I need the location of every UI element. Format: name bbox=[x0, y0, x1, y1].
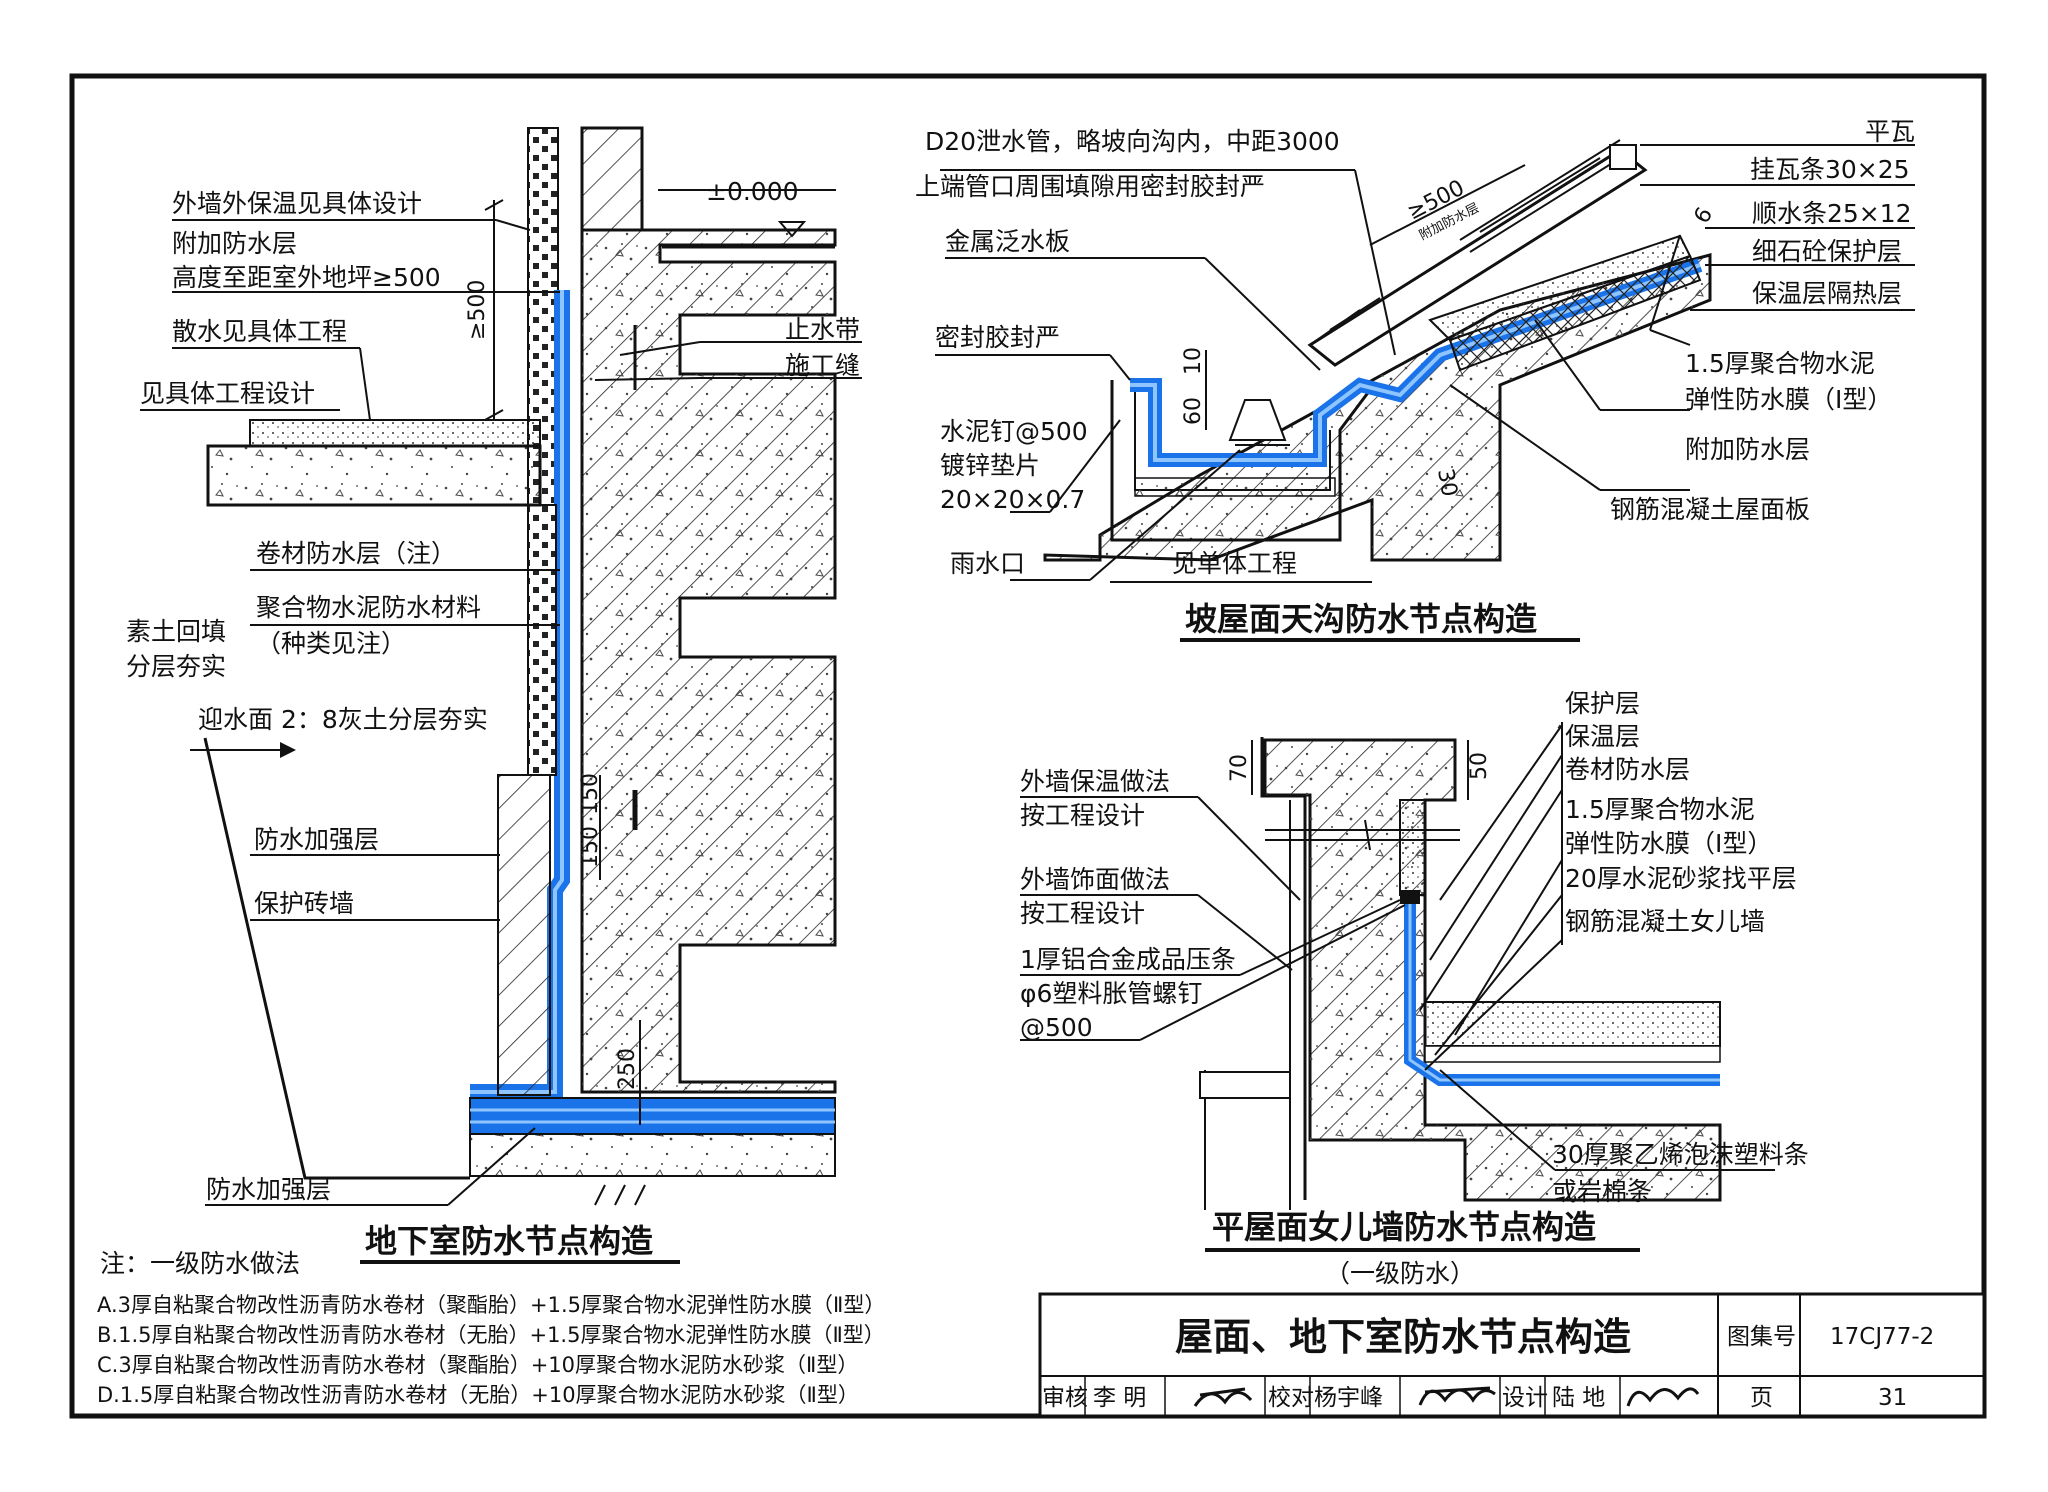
label-pipe-seal: 上端管口周围填隙用密封胶封严 bbox=[915, 172, 1265, 201]
apron-slab bbox=[206, 444, 542, 507]
label-polymer: 聚合物水泥防水材料 bbox=[256, 593, 481, 622]
basement-title: 地下室防水节点构造 bbox=[365, 1222, 653, 1260]
wall-top bbox=[580, 126, 644, 232]
label-foam-1: 30厚聚乙烯泡沫塑料条 bbox=[1552, 1140, 1809, 1169]
page-no: 31 bbox=[1878, 1385, 1907, 1411]
label-tile: 平瓦 bbox=[1865, 117, 1915, 146]
check-name: 杨宇峰 bbox=[1314, 1385, 1383, 1411]
label-rc-wall: 钢筋混凝土女儿墙 bbox=[1565, 907, 1765, 936]
gutter-title: 坡屋面天沟防水节点构造 bbox=[1185, 600, 1537, 638]
label-wall-ins-2: 按工程设计 bbox=[1020, 801, 1145, 830]
label-extra-height: 高度至距室外地坪≥500 bbox=[172, 263, 441, 292]
note-d: D.1.5厚自粘聚合物改性沥青防水卷材（无胎）+10厚聚合物水泥防水砂浆（Ⅱ型） bbox=[97, 1383, 859, 1407]
label-finish-2: 按工程设计 bbox=[1020, 899, 1145, 928]
signature-review bbox=[1193, 1387, 1253, 1407]
check-label: 校对 bbox=[1268, 1385, 1314, 1411]
label-protect: 保护层 bbox=[1565, 689, 1640, 718]
note-c: C.3厚自粘聚合物改性沥青防水卷材（聚酯胎）+10厚聚合物水泥防水砂浆（Ⅱ型） bbox=[97, 1353, 858, 1377]
label-apron: 散水见具体工程 bbox=[172, 317, 347, 346]
parapet-detail bbox=[1020, 722, 1775, 1210]
label-batten: 挂瓦条30×25 bbox=[1750, 155, 1910, 184]
review-name: 李 明 bbox=[1093, 1385, 1146, 1411]
label-sealant: 密封胶封严 bbox=[935, 323, 1060, 352]
dim-150b: 150 bbox=[578, 773, 603, 815]
label-see-design: 见具体工程设计 bbox=[140, 379, 315, 408]
atlas-label: 图集号 bbox=[1727, 1324, 1796, 1350]
label-nail-3: 20×20×0.7 bbox=[940, 485, 1085, 514]
dim-30: 30 bbox=[1432, 467, 1461, 499]
note-a: A.3厚自粘聚合物改性沥青防水卷材（聚酯胎）+1.5厚聚合物水泥弹性防水膜（Ⅱ型… bbox=[97, 1293, 885, 1317]
design-name: 陆 地 bbox=[1552, 1385, 1605, 1411]
note-b: B.1.5厚自粘聚合物改性沥青防水卷材（无胎）+1.5厚聚合物水泥弹性防水膜（Ⅱ… bbox=[97, 1323, 885, 1347]
label-polymer-type: （种类见注） bbox=[256, 629, 406, 658]
basement-detail bbox=[140, 126, 862, 1206]
label-backfill-2: 分层夯实 bbox=[126, 652, 226, 681]
label-brick-wall: 保护砖墙 bbox=[254, 889, 354, 918]
label-nail-2: 镀锌垫片 bbox=[940, 451, 1040, 480]
label-backfill-1: 素土回填 bbox=[126, 617, 226, 646]
label-screed-p: 20厚水泥砂浆找平层 bbox=[1565, 864, 1797, 893]
label-membrane-1: 1.5厚聚合物水泥 bbox=[1685, 349, 1875, 378]
membrane-bottom bbox=[469, 1097, 836, 1135]
label-membrane: 卷材防水层（注） bbox=[256, 539, 456, 568]
label-membrane-p: 卷材防水层 bbox=[1565, 755, 1690, 784]
atlas-no: 17CJ77-2 bbox=[1830, 1324, 1934, 1350]
review-label: 审核 bbox=[1042, 1385, 1088, 1411]
label-lime-soil: 迎水面 2：8灰土分层夯实 bbox=[198, 705, 488, 734]
protect-brick-wall bbox=[497, 774, 551, 1096]
label-insulation-p: 保温层 bbox=[1565, 722, 1640, 751]
dim-250: 250 bbox=[615, 1048, 640, 1090]
label-slab: 钢筋混凝土屋面板 bbox=[1610, 495, 1810, 524]
sheet-title: 屋面、地下室防水节点构造 bbox=[1175, 1315, 1631, 1359]
dim-150a: 150 bbox=[578, 826, 603, 868]
label-strip-1: 1厚铝合金成品压条 bbox=[1020, 945, 1236, 974]
label-extra-layer: 附加防水层 bbox=[1685, 435, 1810, 464]
gutter-detail bbox=[935, 139, 1915, 583]
label-strip-3: @500 bbox=[1020, 1013, 1093, 1042]
signature-design bbox=[1626, 1387, 1700, 1407]
design-label: 设计 bbox=[1502, 1385, 1548, 1411]
notes-head: 注：一级防水做法 bbox=[100, 1249, 300, 1278]
label-poly-2: 弹性防水膜（Ⅰ型） bbox=[1565, 829, 1772, 858]
label-screed: 细石砼保护层 bbox=[1752, 237, 1902, 266]
label-nail-1: 水泥钉@500 bbox=[940, 417, 1088, 446]
parapet-title: 平屋面女儿墙防水节点构造 bbox=[1212, 1208, 1596, 1246]
label-flashing: 金属泛水板 bbox=[945, 227, 1070, 256]
label-joint: 施工缝 bbox=[785, 351, 860, 380]
label-finish-1: 外墙饰面做法 bbox=[1020, 865, 1170, 894]
label-poly-1: 1.5厚聚合物水泥 bbox=[1565, 795, 1755, 824]
label-membrane-2: 弹性防水膜（Ⅰ型） bbox=[1685, 385, 1892, 414]
page-label: 页 bbox=[1750, 1385, 1773, 1411]
label-waterstop: 止水带 bbox=[785, 315, 860, 344]
dim-500: ≥500 bbox=[465, 280, 490, 340]
label-drain-pipe: D20泄水管，略坡向沟内，中距3000 bbox=[925, 127, 1340, 156]
dim-50: 50 bbox=[1467, 752, 1492, 780]
label-strip-2: φ6塑料胀管螺钉 bbox=[1020, 979, 1202, 1008]
label-insulation: 保温层隔热层 bbox=[1752, 279, 1902, 308]
dim-60: 60 bbox=[1181, 397, 1206, 425]
parapet-subtitle: （一级防水） bbox=[1325, 1259, 1475, 1288]
label-outlet: 雨水口 bbox=[950, 549, 1025, 578]
dim-10: 10 bbox=[1181, 347, 1206, 375]
title-block bbox=[1038, 1292, 1986, 1418]
label-extra-layer: 附加防水层 bbox=[172, 229, 297, 258]
label-see-unit: 见单体工程 bbox=[1172, 549, 1297, 578]
dim-70: 70 bbox=[1227, 754, 1252, 782]
label-insulation: 外墙外保温见具体设计 bbox=[172, 189, 422, 218]
signature-check bbox=[1418, 1386, 1496, 1406]
label-datum: ±0.000 bbox=[706, 177, 799, 206]
label-reinforce-bottom: 防水加强层 bbox=[206, 1175, 331, 1204]
label-wall-ins-1: 外墙保温做法 bbox=[1020, 767, 1170, 796]
label-reinforce: 防水加强层 bbox=[254, 825, 379, 854]
label-counter-batten: 顺水条25×12 bbox=[1752, 199, 1912, 228]
label-foam-2: 或岩棉条 bbox=[1552, 1177, 1652, 1206]
